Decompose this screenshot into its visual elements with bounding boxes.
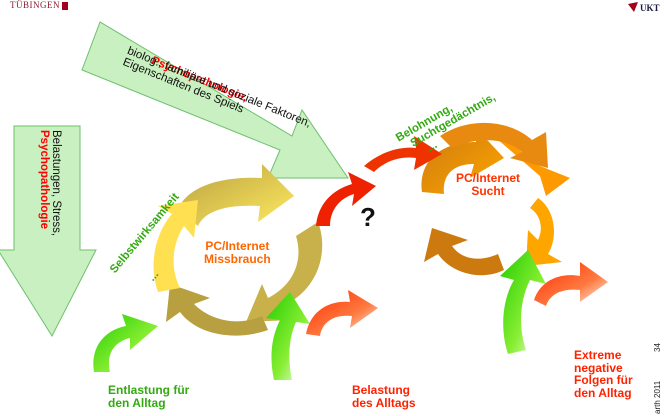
arrow-left-text: Belastungen, Stress, Psychopathologie	[38, 130, 62, 236]
cycle-sucht-title: PC/Internet Sucht	[456, 171, 521, 198]
cycle-sucht	[421, 122, 570, 276]
link-arrow-upper	[364, 136, 442, 172]
relief-arrow-left	[93, 314, 158, 372]
extreme-consequences-label: Extreme negative Folgen für den Alltag	[574, 348, 633, 400]
relief-label: Entlastung für den Alltag	[108, 383, 190, 410]
burden-arrow-right	[534, 262, 608, 306]
question-mark: ?	[360, 202, 376, 232]
right-logo-emblem-icon	[628, 2, 638, 12]
footer-side-text: arth 2011	[653, 380, 662, 414]
relief-arrow-right	[500, 250, 546, 354]
influence-arrow-left	[0, 125, 97, 338]
slide-number: 34	[653, 343, 662, 352]
influence-arrow-top	[81, 21, 349, 179]
arrow-left-line1: Belastungen, Stress,	[50, 130, 62, 237]
relief-arrow-cycle	[266, 292, 310, 380]
left-logo	[0, 0, 68, 14]
left-logo-text: TÜBINGEN	[10, 0, 60, 10]
arrow-left-line2: Psychopathologie	[37, 130, 50, 230]
link-arrow-lower	[316, 172, 376, 226]
burden-arrow-left	[306, 290, 378, 336]
burden-label: Belastung des Alltags	[352, 383, 416, 410]
cycle-missbrauch-title: PC/Internet Missbrauch	[204, 239, 271, 266]
cycle-missbrauch	[153, 164, 323, 336]
right-logo-text: UKT	[640, 3, 660, 13]
left-logo-emblem-icon	[62, 2, 68, 10]
